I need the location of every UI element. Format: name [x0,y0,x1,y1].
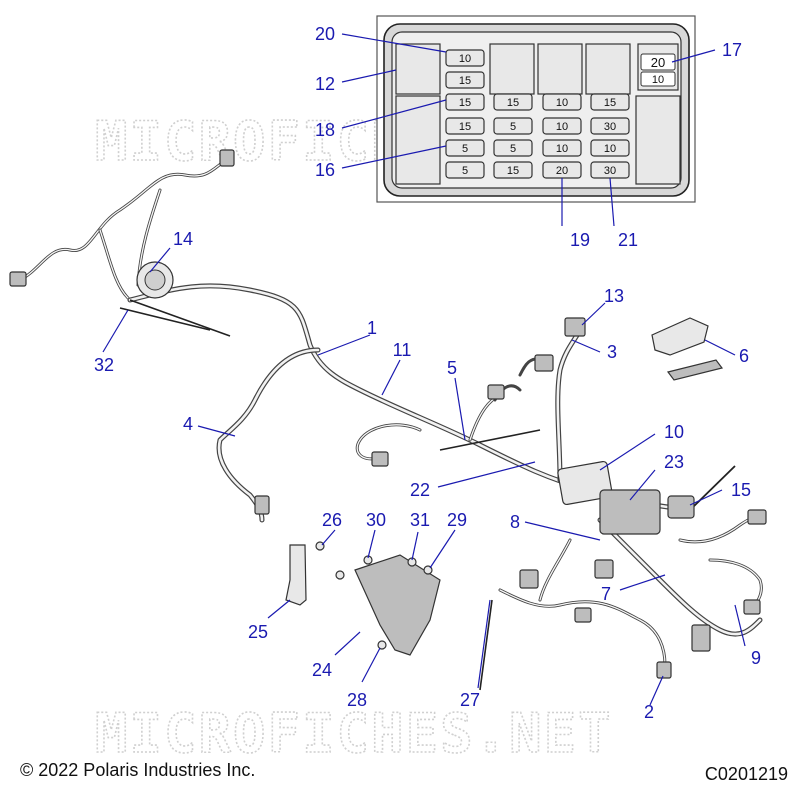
fuse-label: 15 [507,97,519,109]
watermark-bottom: MICROFICHES.NET [95,702,613,765]
callout-14: 14 [173,229,193,249]
callout-27: 27 [460,690,480,710]
fuse-column-1: 10 15 15 15 5 5 [445,49,485,179]
fuse-label: 10 [556,97,568,109]
callout-32: 32 [94,355,114,375]
callout-20: 20 [315,24,335,44]
relay-block-top-mid3 [585,43,631,95]
leader-lines [102,33,746,706]
fuse-label: 10 [556,121,568,133]
fuse-label: 20 [556,165,568,177]
fuse-column-2: 15 5 5 15 [493,93,533,179]
relay-block-top-mid2 [537,43,583,95]
fuse-box-assembly [557,460,661,535]
fuse-column-4: 15 30 10 30 [590,93,630,179]
callout-1: 1 [367,318,377,338]
fuse-label: 5 [510,121,516,133]
callout-25: 25 [248,622,268,642]
relay-block-left-lower [395,95,441,185]
callout-5: 5 [447,358,457,378]
fuse-column-3: 10 10 10 20 [542,93,582,179]
relay-top-label: 20 [651,55,665,70]
callout-3: 3 [607,342,617,362]
callout-16: 16 [315,160,335,180]
callout-30: 30 [366,510,386,530]
relay-block-12 [395,43,441,95]
parts [9,149,767,679]
callout-29: 29 [447,510,467,530]
callout-8: 8 [510,512,520,532]
callout-11: 11 [393,340,412,360]
fuse-label: 10 [604,143,616,155]
callout-18: 18 [315,120,335,140]
callout-24: 24 [312,660,332,680]
fuse-label: 15 [507,165,519,177]
relay-block-right-lower [635,95,681,185]
fuse-label: 15 [459,121,471,133]
fuse-label: 15 [459,75,471,87]
callout-10: 10 [664,422,684,442]
callout-9: 9 [751,648,761,668]
fuse-label: 15 [459,97,471,109]
fuse-box-inset: 10 15 15 15 5 5 15 5 5 15 10 [376,15,696,203]
fuse-label: 15 [604,97,616,109]
fuse-label: 5 [462,165,468,177]
callout-22: 22 [410,480,430,500]
callout-4: 4 [183,414,193,434]
fuse-label: 5 [462,143,468,155]
relay-bottom-label: 10 [652,74,664,86]
fuse-label: 5 [510,143,516,155]
callout-labels: 1 2 3 4 5 6 7 8 9 10 11 12 13 14 15 16 1… [94,24,761,722]
fuse-label: 10 [556,143,568,155]
callout-19: 19 [570,230,590,250]
callout-17: 17 [722,40,742,60]
callout-21: 21 [618,230,638,250]
copyright-notice: © 2022 Polaris Industries Inc. [20,760,256,780]
drawing-code: C0201219 [704,764,788,784]
callout-26: 26 [322,510,342,530]
relay-17: 20 10 [637,43,679,91]
fuse-label: 10 [459,53,471,65]
callout-31: 31 [410,510,430,530]
fuse-label: 30 [604,121,616,133]
callout-23: 23 [664,452,684,472]
callout-7: 7 [601,584,611,604]
relay-block-top-mid1 [489,43,535,95]
callout-28: 28 [347,690,367,710]
callout-13: 13 [604,286,624,306]
callout-6: 6 [739,346,749,366]
fuse-label: 30 [604,165,616,177]
callout-12: 12 [315,74,335,94]
callout-15: 15 [731,480,751,500]
callout-2: 2 [644,702,654,722]
